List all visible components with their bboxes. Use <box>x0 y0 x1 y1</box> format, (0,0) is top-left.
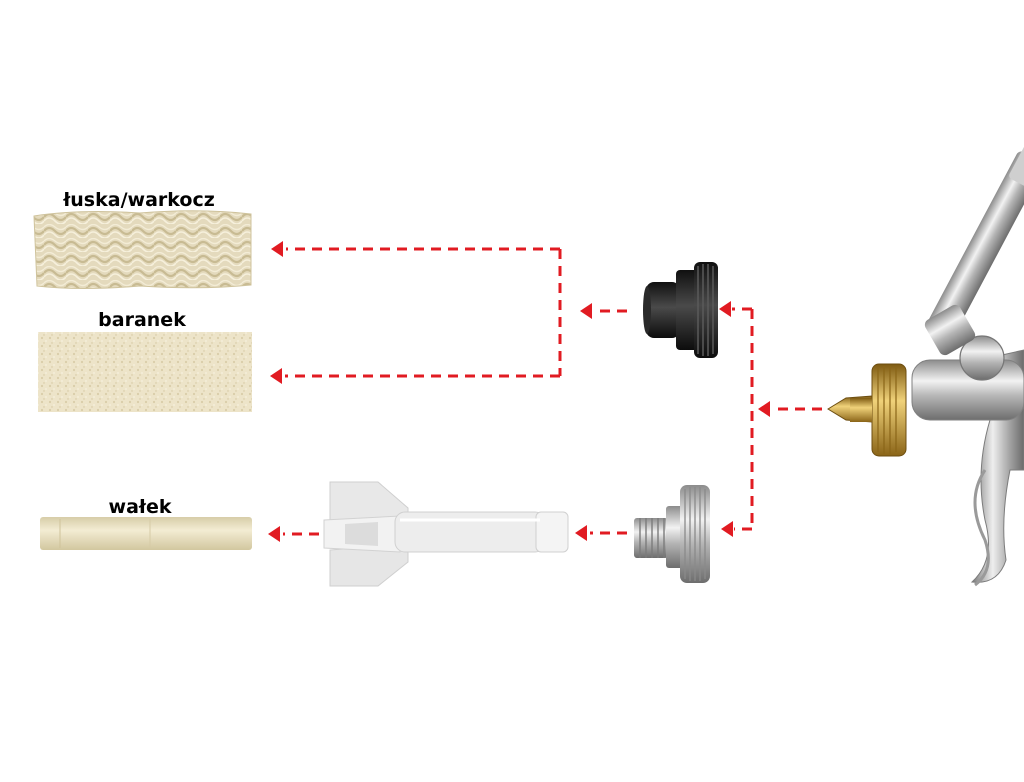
silver-threaded-nozzle-icon <box>634 485 710 583</box>
arrow-heads <box>268 241 770 542</box>
arrow-lines <box>283 247 822 536</box>
arrow-head-walek <box>268 526 280 542</box>
texture-baranek-sample <box>38 332 252 412</box>
arrow-head-baranek <box>270 368 282 384</box>
texture-walek-sample <box>40 517 252 550</box>
white-spreader-nozzle-icon <box>323 481 569 587</box>
spray-gun-icon <box>827 143 1024 587</box>
black-knurled-nozzle-icon <box>643 262 718 358</box>
texture-luska-sample <box>33 210 252 289</box>
label-baranek: baranek <box>98 309 186 331</box>
arrow-head-split <box>758 401 770 417</box>
arrow-head-fine-out <box>575 525 587 541</box>
arrow-head-luska <box>271 241 283 257</box>
arrow-head-coarse <box>719 301 731 317</box>
arrow-head-fine <box>721 521 733 537</box>
label-walek: wałek <box>108 496 172 518</box>
arrow-head-coarse-out <box>580 303 592 319</box>
label-luska-warkocz: łuska/warkocz <box>63 189 215 211</box>
